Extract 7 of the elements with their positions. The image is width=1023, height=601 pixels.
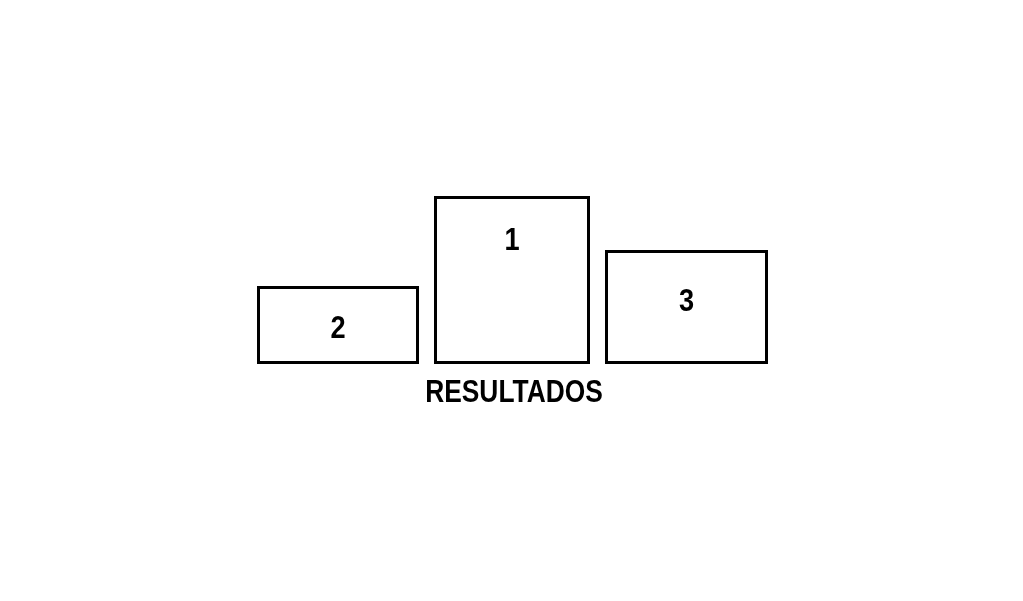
rank-number: 3: [677, 282, 696, 318]
podium-block: [605, 250, 768, 364]
results-heading: RESULTADOS: [425, 374, 603, 410]
rank-number: 2: [329, 309, 347, 345]
podium-block: [434, 196, 590, 364]
rank-number: 1: [503, 221, 521, 257]
podium-block: [257, 286, 419, 364]
